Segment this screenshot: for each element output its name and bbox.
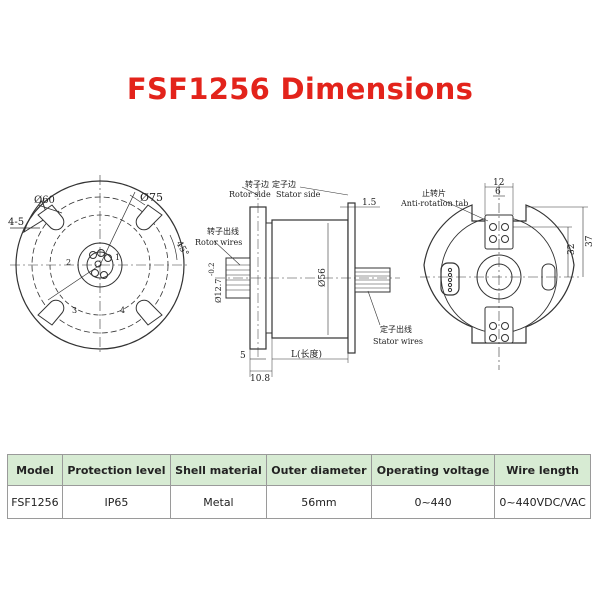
side-stator-side-cn: 定子边 — [272, 179, 296, 189]
side-view — [213, 185, 400, 377]
back-connector-pin — [447, 287, 453, 293]
back-connector-pin — [447, 272, 453, 278]
back-tab-hole — [489, 235, 497, 243]
table-header: Outer diameter — [265, 454, 372, 486]
front-leader-wires — [99, 191, 136, 266]
table-header: Shell material — [169, 454, 267, 486]
back-connector-pin — [447, 282, 453, 288]
front-dim-outer: Ø75 — [140, 191, 163, 204]
side-dim-body: Ø56 — [317, 268, 328, 287]
back-anti-rotation-cn: 止转片 — [422, 188, 446, 198]
table-header: Operating voltage — [370, 454, 496, 486]
back-tab-hole — [501, 322, 509, 330]
table-header-row: Model Protection level Shell material Ou… — [7, 454, 591, 486]
side-dim-108: 10.8 — [250, 374, 270, 384]
side-rotor-side: Rotor side — [229, 190, 271, 199]
back-tab-hole — [489, 334, 497, 342]
front-slot-bl — [37, 299, 65, 326]
side-rotor-wires-cn: 转子出线 — [207, 226, 239, 236]
back-leader-tab — [439, 198, 489, 222]
side-rotor-side-cn: 转子边 — [245, 179, 269, 189]
front-wire-hole — [94, 260, 102, 268]
back-tab-hole — [501, 334, 509, 342]
back-connector-pin — [447, 267, 453, 273]
back-tab-hole — [501, 235, 509, 243]
table-cell: 56mm — [265, 485, 372, 519]
table-header: Protection level — [61, 454, 171, 486]
back-dim-32: 32 — [567, 244, 577, 255]
front-wire-hole — [91, 269, 99, 277]
side-stator-side: Stator side — [276, 190, 321, 199]
back-flange-outline — [423, 204, 575, 344]
table-header: Wire length — [494, 454, 591, 486]
front-slot-tr — [135, 204, 163, 231]
front-wire-number: 3 — [72, 306, 77, 315]
back-dim-12: 12 — [493, 178, 504, 188]
front-wire-hole — [89, 251, 97, 259]
side-dim-shaft: Ø12.7 — [214, 279, 223, 303]
side-dim-tol: -0.2 — [208, 263, 216, 277]
back-view — [420, 183, 588, 370]
front-wire-number: 2 — [66, 258, 71, 267]
table-cell: FSF1256 — [7, 485, 63, 519]
side-leader-rotor-side — [241, 186, 259, 196]
side-stator-wires-cn: 定子出线 — [380, 324, 412, 334]
front-wire-hole — [100, 271, 108, 279]
back-dim-6: 6 — [495, 187, 501, 197]
front-view — [10, 175, 190, 355]
back-tab-hole — [489, 322, 497, 330]
dimension-drawing: Ø75 Ø60 4-5 45° 1 2 3 4 — [8, 175, 595, 384]
side-rotor-wires: Rotor wires — [195, 238, 242, 247]
back-anti-rotation: Anti-rotation tab — [400, 199, 468, 208]
front-flange-outline — [23, 200, 49, 234]
back-connector-pin — [447, 277, 453, 283]
front-leader-60 — [37, 204, 63, 214]
front-dim-slot: 4-5 — [8, 217, 24, 228]
side-leader-rotor-wires — [213, 240, 241, 266]
table-header: Model — [7, 454, 63, 486]
back-view-labels: 止转片 Anti-rotation tab 12 6 32 37 — [400, 178, 595, 255]
back-tab-hole — [501, 223, 509, 231]
side-body — [271, 219, 349, 339]
side-leader-stator-wires — [367, 290, 381, 326]
side-dim-length: L(长度) — [291, 348, 322, 360]
side-dim-flange-thk: 1.5 — [362, 198, 377, 208]
front-wire-hole — [97, 249, 105, 257]
table-cell: Metal — [169, 485, 267, 519]
back-dim-37: 37 — [585, 235, 595, 247]
table-cell: 0~440VDC/VAC — [494, 485, 591, 519]
spec-table: Model Protection level Shell material Ou… — [7, 454, 591, 519]
table-cell: 0~440 — [370, 485, 496, 519]
table-row: FSF1256 IP65 Metal 56mm 0~440 0~440VDC/V… — [7, 485, 591, 519]
front-dim-pcd: Ø60 — [34, 195, 55, 206]
front-dim-angle: 45° — [173, 240, 190, 259]
side-leader-stator-side — [299, 186, 349, 196]
front-leader-wires — [47, 264, 101, 301]
back-connector — [440, 262, 460, 296]
front-angle-arc — [169, 234, 178, 261]
front-wire-hole — [104, 254, 112, 262]
page-title: FSF1256 Dimensions — [126, 72, 474, 106]
front-slot-tl — [37, 204, 65, 231]
table-cell: IP65 — [61, 485, 171, 519]
front-wire-number: 4 — [120, 306, 125, 315]
side-stator-wires: Stator wires — [373, 337, 423, 346]
side-dim-5: 5 — [240, 351, 246, 361]
back-tab-hole — [489, 223, 497, 231]
front-slot-br — [135, 299, 163, 326]
side-view-labels: 转子边 定子边 Rotor side Stator side 转子出线 Roto… — [195, 179, 423, 384]
front-wire-number: 1 — [115, 253, 120, 262]
